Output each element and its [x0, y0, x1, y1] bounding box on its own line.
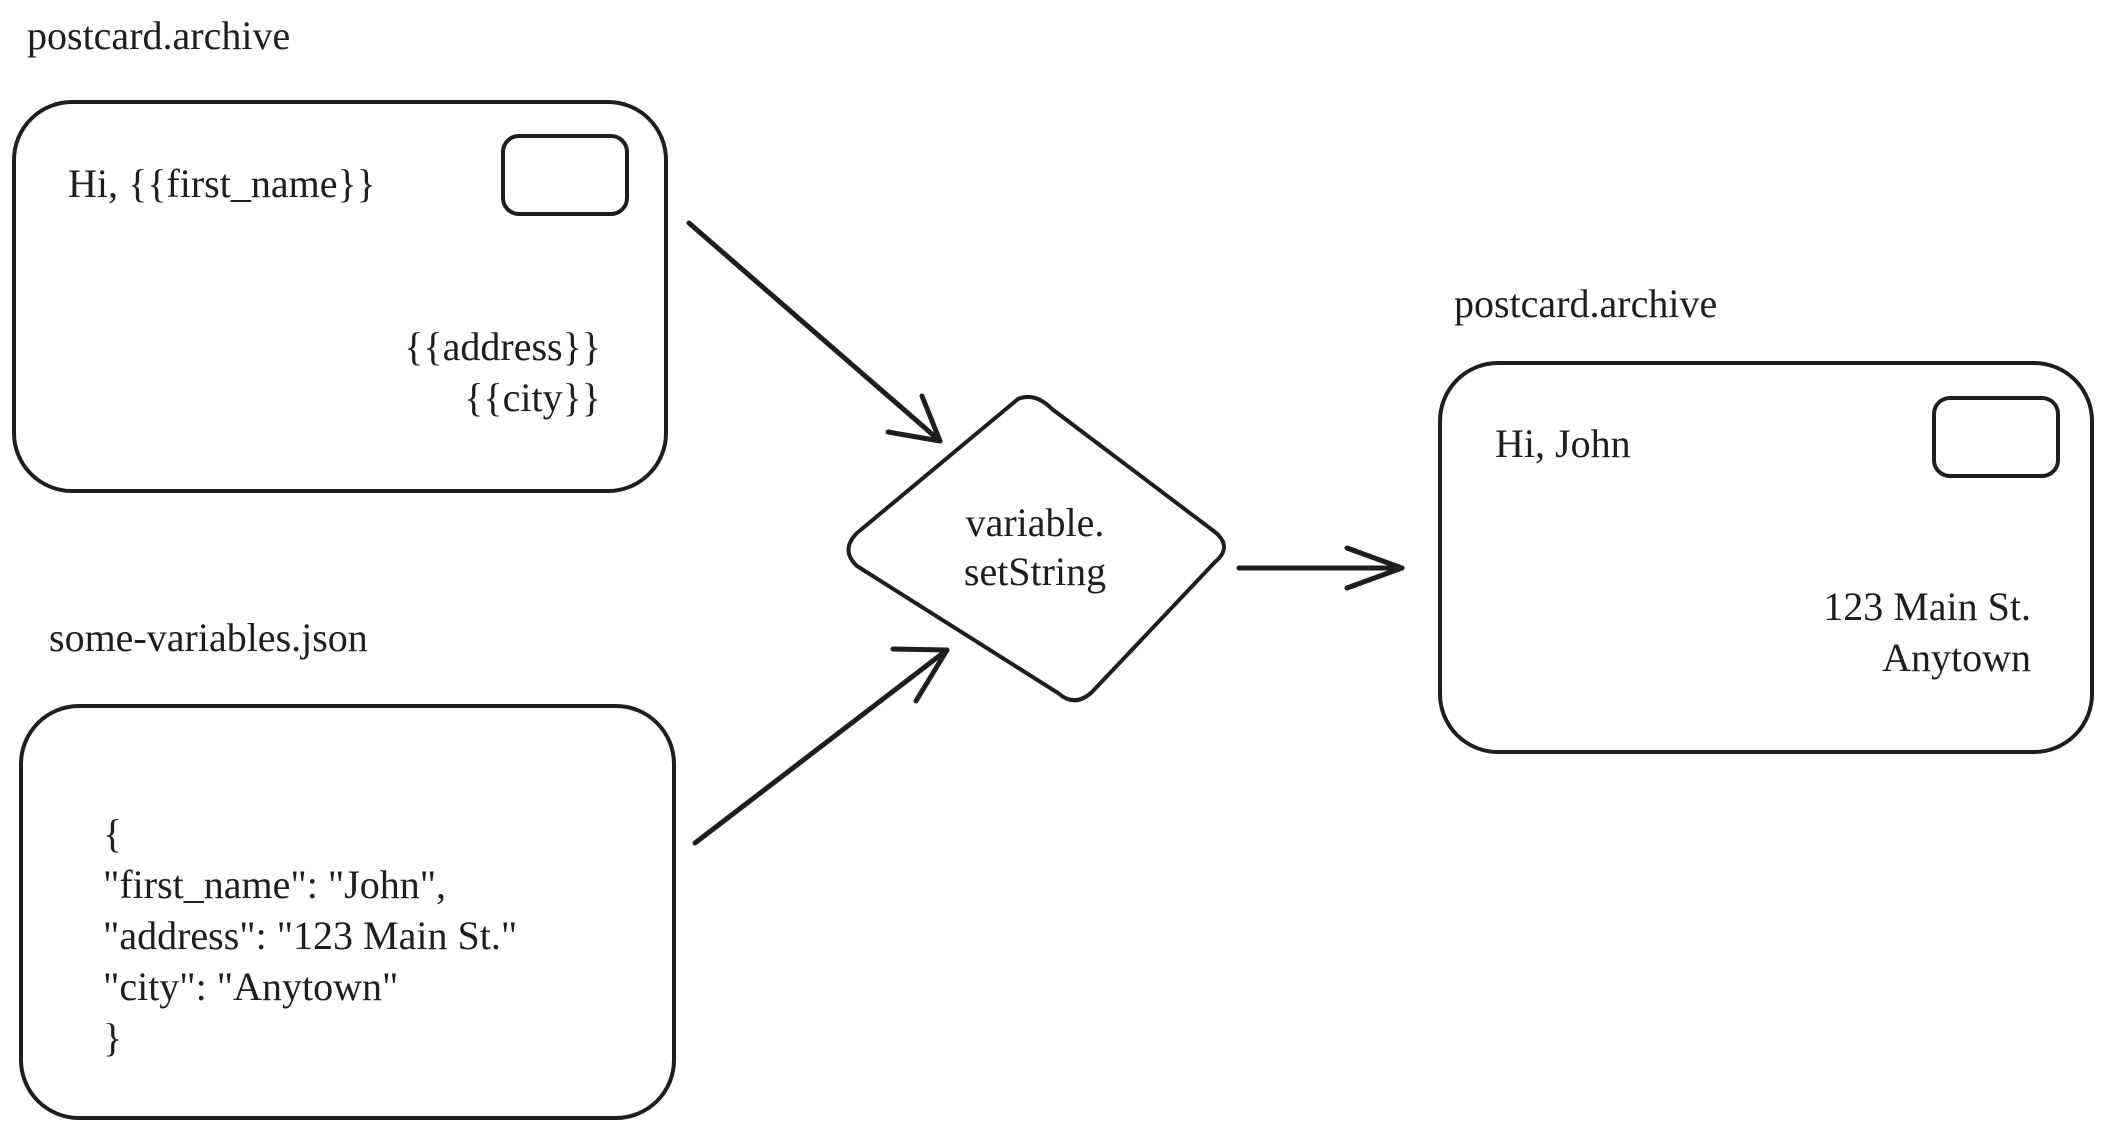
output-address-line2: Anytown: [1882, 635, 2031, 680]
variables-file-frame: [19, 704, 676, 1120]
template-address-line1: {{address}}: [404, 324, 601, 369]
template-address-line2: {{city}}: [464, 375, 601, 420]
json-line: "address": "123 Main St.": [103, 913, 518, 958]
process-label-line2: setString: [963, 549, 1107, 594]
variables-caption: some-variables.json: [49, 615, 368, 660]
json-line: "city": "Anytown": [103, 964, 399, 1009]
arrow-process-to-output: [1236, 545, 1405, 591]
json-line: "first_name": "John",: [103, 862, 447, 907]
json-line: {: [103, 811, 123, 856]
template-postcard-frame: [12, 100, 668, 493]
output-caption: postcard.archive: [1454, 281, 1718, 326]
variables-json-content: { "first_name": "John", "address": "123 …: [103, 808, 517, 1063]
process-diamond: [846, 395, 1226, 703]
output-postcard-frame: [1438, 361, 2094, 754]
template-stamp-icon: [501, 134, 629, 216]
output-address-line1: 123 Main St.: [1823, 584, 2031, 629]
arrow-variables-to-process: [692, 646, 950, 846]
template-greeting: Hi, {{first_name}}: [68, 161, 376, 206]
arrow-template-to-process: [686, 220, 943, 444]
process-label-line1: variable.: [965, 500, 1105, 545]
template-caption: postcard.archive: [27, 13, 291, 58]
output-greeting: Hi, John: [1495, 421, 1631, 466]
output-stamp-icon: [1932, 396, 2060, 478]
json-line: }: [103, 1015, 123, 1060]
